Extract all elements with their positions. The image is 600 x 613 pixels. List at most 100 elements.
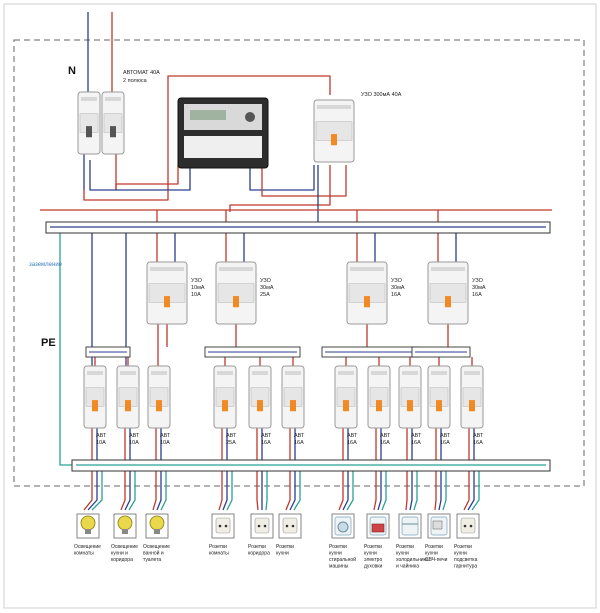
out-neutral [124,428,131,511]
fridge-icon [398,513,422,539]
load-label: подсветка [454,557,478,563]
socket-icon [278,513,302,539]
load-label: машины [329,564,349,570]
out-earth [471,465,480,511]
breaker-11 [460,365,484,429]
load-label: кухни [425,551,438,557]
breaker-5 [248,365,272,429]
out-neutral [289,428,296,511]
breaker-label: АВТ [160,433,171,439]
breaker-label: 10А [96,440,106,446]
breaker-label: АВТ [129,433,140,439]
lamp-icon [113,513,137,539]
breaker-label: 16А [261,440,271,446]
busbars [40,209,552,472]
breaker-2 [116,365,140,429]
out-neutral [156,428,162,511]
breaker-label: АВТ [261,433,272,439]
load-label: Освещение [74,544,101,550]
out-neutral [377,428,382,511]
rcd-label: 30мА [472,285,486,291]
pe-label: PE [41,337,56,349]
out-neutral [222,428,228,511]
load-label: Розетки [396,544,414,550]
breaker-label: АВТ [440,433,451,439]
load-label: кухни [454,551,467,557]
load-label: Розетки [425,544,443,550]
lamp-icon [145,513,169,539]
load-label: Освещение [143,544,170,550]
load-label: Розетки [276,544,294,550]
grounding-label: заземление [29,262,63,268]
out-phase [338,428,344,511]
breaker-label: АВТ [96,433,107,439]
load-label: Освещение [111,544,138,550]
rcd-label: УЗО [260,278,272,284]
grounding-wire [59,228,76,466]
load-label: Розетки [364,544,382,550]
load-label: электро [364,557,382,563]
load-label: комнаты [209,551,229,557]
out-earth [442,465,447,511]
breaker-1 [83,365,107,429]
wires [59,12,480,511]
rcd-label: УЗО [391,278,403,284]
load-label: кухни и [111,551,128,557]
out-phase [373,428,377,511]
breaker-label: АВТ [294,433,305,439]
main-breaker-pole-2 [101,91,125,155]
load-label: духовки [364,564,382,570]
breaker-label: АВТ [226,433,237,439]
out-phase [218,428,223,511]
breaker-label: 16А [473,440,483,446]
electricity-meter [177,97,269,169]
out-neutral [409,428,413,511]
load-label: кухни [329,551,342,557]
device-ratings: УЗО10мА10АУЗО30мА25АУЗО30мА16АУЗО30мА16А… [96,278,486,446]
breaker-label: 25А [226,440,236,446]
rcd-out-phase-wire [229,165,331,212]
load-label: кухни [364,551,377,557]
breaker-7 [334,365,358,429]
image-border [3,3,597,609]
out-earth [293,465,301,511]
load-label: кухни [276,551,289,557]
out-phase [434,428,437,511]
rcd-1 [146,261,188,325]
rcd-label: 30мА [391,285,405,291]
meter-to-rcd-neutral-wire [249,165,315,191]
load-label: гарнитура [454,564,477,570]
load-label: кухни [396,551,409,557]
out-neutral [87,428,98,511]
meter-to-rcd-phase-wire [261,165,347,197]
rcd-label: УЗО [191,278,203,284]
out-phase [285,428,291,511]
washer-icon [331,513,355,539]
breaker-6 [281,365,305,429]
socket-icon [250,513,274,539]
breaker-label: 10А [160,440,170,446]
rcd-label: 16А [472,292,482,298]
breaker-label: 16А [440,440,450,446]
breaker-label: АВТ [347,433,358,439]
lamp-icon [76,513,100,539]
main-breaker-label-line-2: 2 полюса [123,78,148,84]
load-label: СВЧ-печи [425,557,448,563]
breaker-label: 16А [411,440,421,446]
out-earth [381,465,387,511]
out-earth [413,465,418,511]
breaker-label: 10А [129,440,139,446]
main-breaker-pole-1 [77,91,101,155]
rcd-3 [346,261,388,325]
load-label: Розетки [209,544,227,550]
breaker-label: АВТ [473,433,484,439]
panel-enclosure [13,39,585,487]
out-phase [463,428,470,511]
